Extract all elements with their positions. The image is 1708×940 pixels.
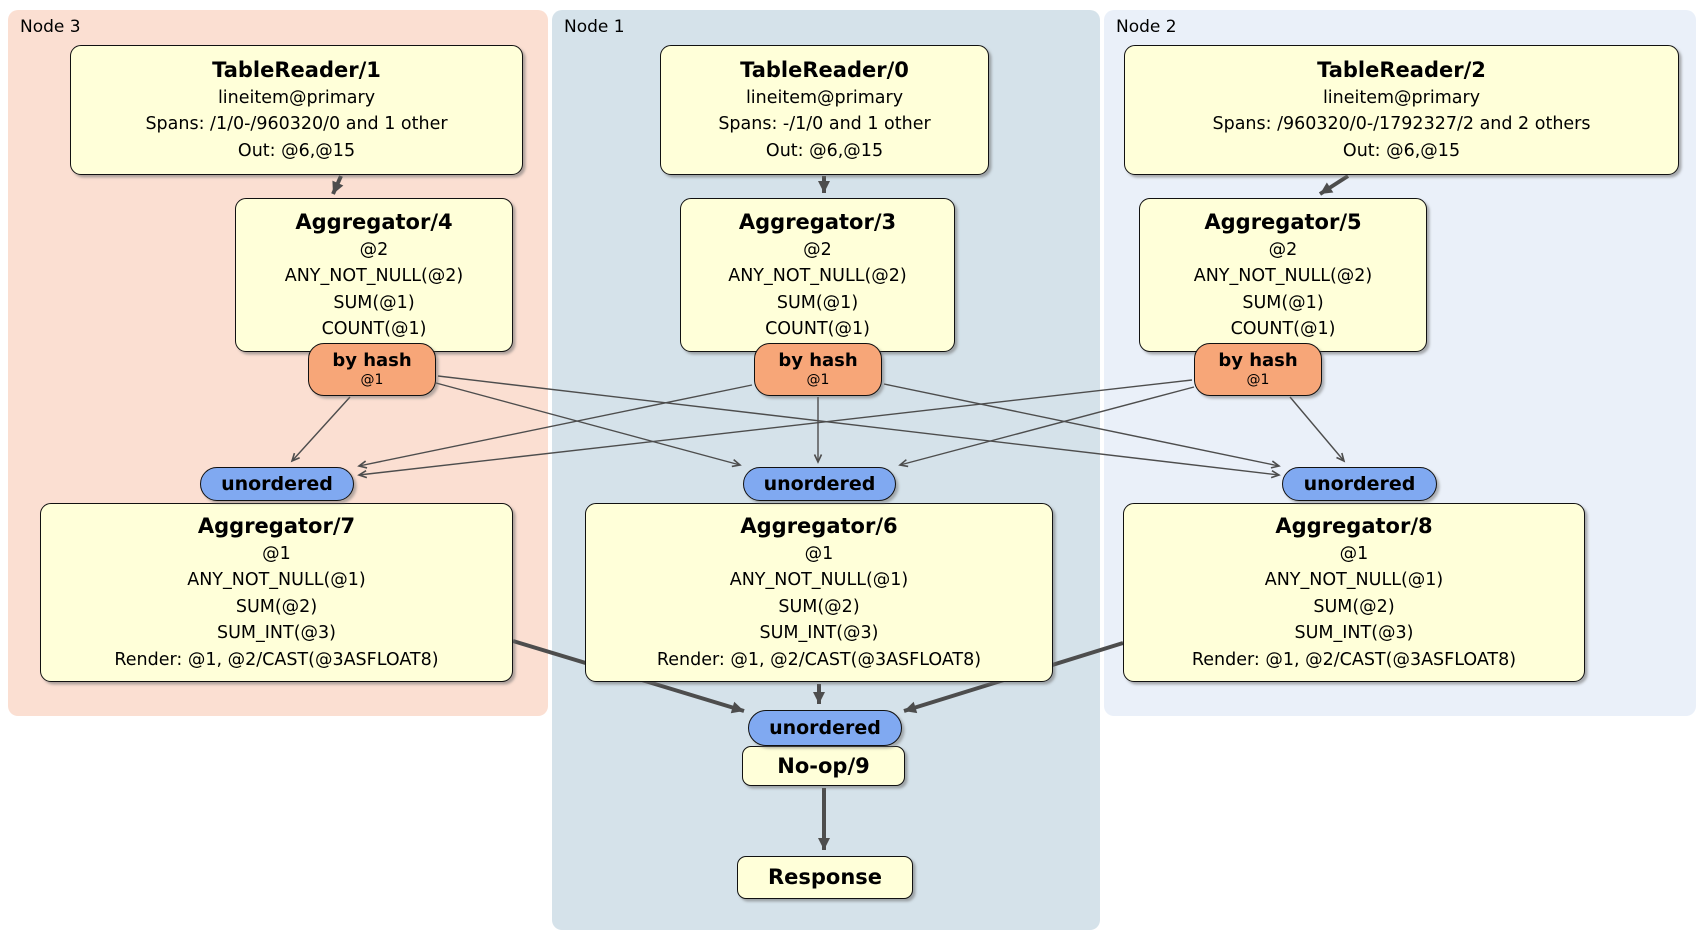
node-line: ANY_NOT_NULL(@1): [187, 570, 366, 591]
node-aggregator-8: Aggregator/8 @1 ANY_NOT_NULL(@1) SUM(@2)…: [1123, 503, 1585, 682]
node-out-line: Out: @6,@15: [765, 140, 884, 161]
node-title: Response: [767, 865, 883, 889]
node-line: ANY_NOT_NULL(@1): [729, 570, 909, 591]
stream-label: unordered: [1303, 473, 1416, 495]
node-line: SUM_INT(@3): [1294, 623, 1414, 644]
node-line: @2: [1268, 239, 1298, 260]
node-noop-9: No-op/9: [742, 746, 905, 786]
panel-node3-label: Node 3: [20, 17, 81, 37]
router-by-hash-4: by hash @1: [308, 343, 436, 396]
node-title: TableReader/1: [212, 57, 381, 82]
router-detail: @1: [360, 372, 384, 388]
router-by-hash-5: by hash @1: [1194, 343, 1322, 396]
node-index-line: lineitem@primary: [745, 87, 904, 108]
node-spans-line: Spans: /960320/0-/1792327/2 and 2 others: [1212, 114, 1591, 135]
node-title: Aggregator/8: [1275, 513, 1433, 538]
node-out-line: Out: @6,@15: [237, 140, 356, 161]
node-aggregator-3: Aggregator/3 @2 ANY_NOT_NULL(@2) SUM(@1)…: [680, 198, 955, 352]
node-title: Aggregator/3: [738, 209, 897, 234]
edge-hash5-unordered6: [898, 386, 1195, 468]
node-title: Aggregator/7: [197, 513, 356, 538]
node-render-line: Render: @1, @2/CAST(@3ASFLOAT8): [114, 649, 439, 670]
node-tablereader-0: TableReader/0 lineitem@primary Spans: -/…: [660, 45, 989, 175]
node-title: No-op/9: [777, 753, 870, 778]
node-title: Aggregator/4: [295, 209, 453, 234]
edge-hash4-unordered8: [437, 375, 1281, 479]
node-tablereader-2: TableReader/2 lineitem@primary Spans: /9…: [1124, 45, 1679, 175]
stream-label: unordered: [221, 473, 333, 495]
node-line: @2: [803, 239, 832, 260]
node-line: COUNT(@1): [765, 319, 870, 339]
node-out-line: Out: @6,@15: [1342, 140, 1461, 161]
node-line: SUM(@1): [333, 292, 415, 313]
node-line: SUM(@2): [778, 596, 860, 617]
stream-label: unordered: [763, 473, 876, 495]
node-response: Response: [737, 856, 913, 899]
stream-unordered-7: unordered: [200, 467, 354, 501]
edge-tablereader2-aggregator5: [1318, 174, 1350, 196]
node-line: ANY_NOT_NULL(@1): [1264, 570, 1444, 591]
node-line: ANY_NOT_NULL(@2): [1193, 266, 1373, 286]
edge-hash3-unordered7: [357, 384, 753, 469]
node-render-line: Render: @1, @2/CAST(@3ASFLOAT8): [1191, 649, 1517, 670]
node-tablereader-1: TableReader/1 lineitem@primary Spans: /1…: [70, 45, 523, 175]
node-line: @2: [359, 239, 389, 260]
node-line: COUNT(@1): [1230, 319, 1336, 339]
node-aggregator-6: Aggregator/6 @1 ANY_NOT_NULL(@1) SUM(@2)…: [585, 503, 1053, 682]
node-index-line: lineitem@primary: [217, 87, 376, 108]
node-line: SUM_INT(@3): [759, 623, 879, 644]
node-index-line: lineitem@primary: [1322, 87, 1481, 108]
node-aggregator-4: Aggregator/4 @2 ANY_NOT_NULL(@2) SUM(@1)…: [235, 198, 513, 352]
edge-hash4-unordered7: [290, 396, 351, 463]
panel-node2-label: Node 2: [1116, 17, 1177, 37]
node-title: Aggregator/6: [740, 513, 898, 538]
stream-unordered-9: unordered: [748, 710, 902, 746]
node-title: TableReader/0: [740, 57, 909, 82]
edge-hash5-unordered8: [1289, 396, 1346, 463]
stream-unordered-8: unordered: [1282, 467, 1437, 501]
node-line: @1: [262, 543, 291, 564]
node-line: SUM(@2): [235, 596, 318, 617]
stream-label: unordered: [769, 717, 881, 739]
edge-hash4-unordered6: [435, 382, 742, 468]
router-detail: @1: [806, 372, 830, 388]
node-line: ANY_NOT_NULL(@2): [284, 266, 464, 286]
edge-hash3-unordered8: [883, 383, 1281, 469]
node-line: SUM(@2): [1313, 596, 1395, 617]
panel-node1-label: Node 1: [564, 17, 625, 37]
node-line: @1: [1339, 543, 1369, 564]
edge-hash5-unordered7: [357, 379, 1193, 479]
node-line: @1: [804, 543, 834, 564]
node-line: SUM(@1): [1242, 292, 1324, 313]
node-spans-line: Spans: -/1/0 and 1 other: [718, 114, 931, 135]
node-line: SUM_INT(@3): [217, 623, 336, 644]
node-aggregator-5: Aggregator/5 @2 ANY_NOT_NULL(@2) SUM(@1)…: [1139, 198, 1427, 352]
node-line: COUNT(@1): [321, 319, 427, 339]
node-title: Aggregator/5: [1204, 209, 1362, 234]
router-label: by hash: [1218, 350, 1298, 371]
router-label: by hash: [332, 350, 412, 371]
node-spans-line: Spans: /1/0-/960320/0 and 1 other: [145, 114, 448, 135]
router-by-hash-3: by hash @1: [754, 343, 882, 396]
node-aggregator-7: Aggregator/7 @1 ANY_NOT_NULL(@1) SUM(@2)…: [40, 503, 513, 682]
stream-unordered-6: unordered: [743, 467, 896, 501]
edge-tablereader1-aggregator4: [331, 175, 344, 195]
node-title: TableReader/2: [1317, 57, 1486, 82]
router-label: by hash: [778, 350, 858, 371]
node-line: ANY_NOT_NULL(@2): [728, 266, 907, 286]
node-line: SUM(@1): [776, 292, 859, 313]
node-render-line: Render: @1, @2/CAST(@3ASFLOAT8): [656, 649, 982, 670]
router-detail: @1: [1246, 372, 1270, 388]
